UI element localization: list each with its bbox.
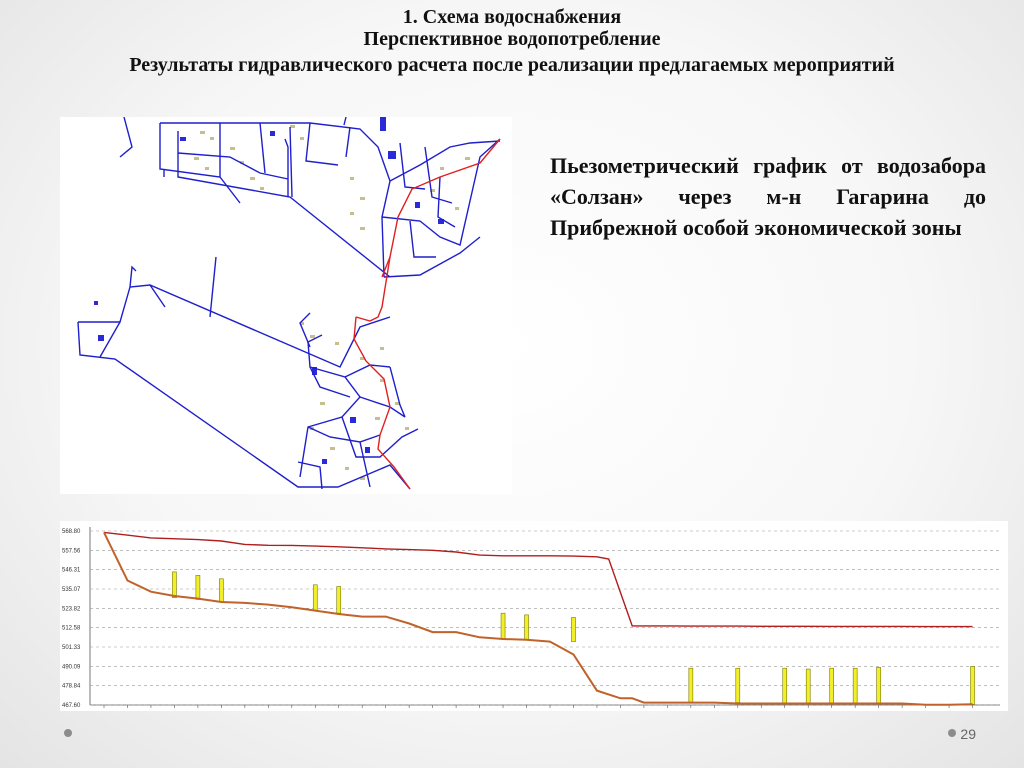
y-tick-label: 568.80 [62, 529, 81, 535]
left-bullet-dot [64, 729, 72, 737]
chart-description: Пьезометрический график от водозабора «С… [550, 153, 986, 240]
y-tick-label: 512.58 [62, 626, 81, 632]
node-marker-bar [500, 612, 506, 640]
y-tick-label: 535.07 [62, 587, 81, 593]
y-tick-label: 546.31 [62, 568, 81, 574]
node-marker-bar [876, 667, 881, 704]
piezometric-chart: 568.80 557.56 546.31 535.07 523.82 512.58 501.… [62, 527, 1000, 709]
node-marker-bar [336, 586, 342, 614]
piezometric-chart-panel: 568.80 557.56 546.31 535.07 523.82 512.58 501.… [60, 521, 1008, 711]
network-pipes [77, 117, 501, 490]
node-marker-bar [970, 666, 975, 705]
right-bullet-dot [948, 729, 956, 737]
water-network-map [60, 117, 512, 494]
slide-titles: 1. Схема водоснабжения Перспективное вод… [0, 6, 1024, 80]
y-tick-label: 478.84 [62, 684, 81, 690]
y-tick-label: 490.09 [62, 664, 81, 670]
network-map-drawing [77, 117, 501, 490]
node-marker-bar [312, 584, 318, 611]
node-marker-bar [172, 571, 177, 599]
pressure-series-line [103, 531, 973, 628]
y-tick-label: 501.33 [62, 645, 81, 651]
node-marker-bar [782, 667, 788, 704]
page-number: 29 [960, 726, 976, 742]
node-marker-bar [195, 575, 201, 600]
node-marker-bar [805, 668, 811, 704]
node-marker-bar [852, 667, 858, 704]
building-blocks [94, 117, 470, 480]
y-tick-label: 523.82 [62, 606, 81, 612]
heading-results: Результаты гидравлического расчета после… [129, 54, 895, 76]
node-marker-bar [829, 667, 834, 704]
node-marker-bar [219, 578, 224, 603]
node-marker-bar [688, 667, 694, 703]
route-red [353, 138, 501, 490]
ground-series-line [103, 531, 973, 706]
subtitle: Перспективное водопотребление [363, 28, 661, 50]
node-marker-bar [571, 617, 576, 642]
y-tick-label: 467.60 [62, 703, 81, 709]
y-tick-label: 557.56 [62, 548, 81, 554]
node-marker-bar [524, 614, 529, 641]
section-title: 1. Схема водоснабжения [402, 6, 622, 28]
node-marker-bar [735, 667, 741, 703]
